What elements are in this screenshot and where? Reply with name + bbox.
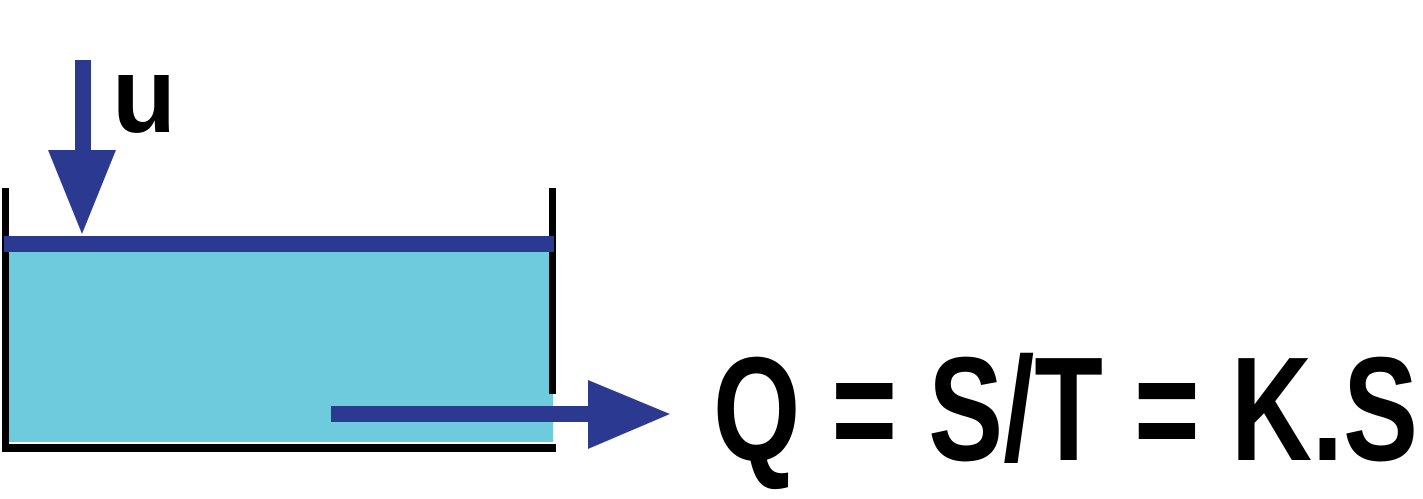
water-surface-line [4,236,554,252]
tank-left-wall [2,188,9,452]
tank [2,188,556,452]
input-label: u [112,34,176,155]
arrow-right-icon [331,380,670,449]
arrow-down-icon [48,60,116,234]
equation-label: Q = S/T = K.S [713,327,1418,492]
tank-bottom [2,444,556,452]
tank-right-wall [549,188,556,394]
